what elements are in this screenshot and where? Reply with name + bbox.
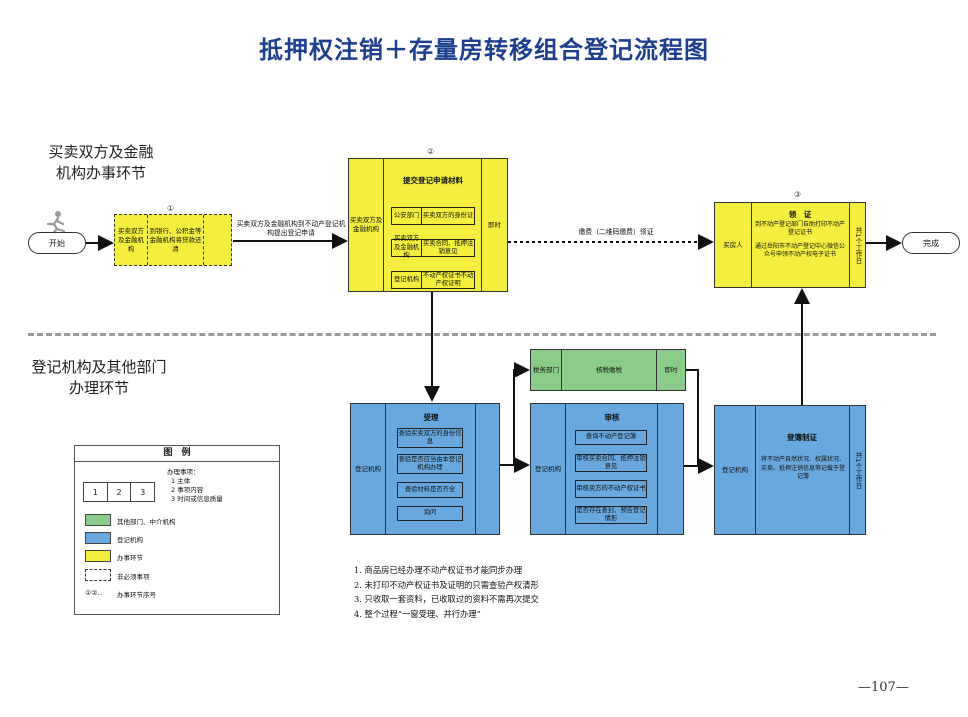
step2-box: 买卖双方及金融机构 提交登记申请材料 公安部门 买卖双方的身份证 买卖双方及金融… [348, 158, 508, 292]
review-header: 审核 [604, 413, 620, 422]
accept-item-1: 查验买卖双方的身份信息 [397, 428, 463, 448]
arrow-label-pay: 缴费（二维码缴费）领证 [578, 228, 654, 236]
accept-actor: 登记机构 [355, 464, 381, 473]
step3-time: 共1个工作日 [854, 226, 862, 264]
step3-box: 买房人 领 证 到不动产登记部门自助打印不动产登记证书 通过岳阳市不动产登记中心… [714, 202, 866, 288]
tax-time: 即时 [664, 365, 678, 374]
arrow-label-apply: 买卖双方及金融机构到不动产登记机构提出登记申请 [236, 220, 346, 237]
tax-actor: 税务部门 [533, 365, 559, 374]
legend: 图 例 办理事项： 1 主体 2 事项内容 3 时间或信息质量 1 2 3 其他… [74, 445, 280, 615]
legend-swatch-blue [85, 532, 111, 544]
accept-divider [385, 404, 386, 534]
page-title: 抵押权注销＋存量房转移组合登记流程图 [259, 35, 709, 64]
accept-item-4: 询问 [397, 506, 463, 521]
step2-divider-2 [481, 159, 482, 291]
review-item-1: 查询不动产登记簿 [575, 430, 647, 445]
legend-matter-1: 1 主体 [171, 477, 191, 485]
note-4: 4. 整个过程“一窗受理、并行办理” [354, 608, 481, 619]
tax-divider-2 [656, 350, 657, 390]
step3-e-cert: 通过岳阳市不动产登记中心微信公众号申领不动产权电子证书 [755, 243, 846, 258]
legend-matter-2: 2 事项内容 [171, 486, 204, 494]
review-item-3: 审核卖方的不动产权证书 [575, 480, 647, 498]
review-item-4: 是否存在查封、预告登记情形 [575, 506, 647, 524]
page-number: —107— [858, 680, 909, 695]
legend-label-registry: 登记机构 [117, 536, 143, 544]
step1-actor: 买卖双方及金融机构 [118, 226, 144, 253]
note-3: 3. 只收取一套资料，已收取过的资料不需再次提交 [354, 594, 539, 604]
step2-number: ② [427, 147, 435, 156]
tax-box: 税务部门 核税缴税 即时 [530, 349, 686, 391]
accept-item-2: 查验是否应当由本登记机构办理 [397, 454, 463, 474]
accept-item-3: 查验材料是否齐全 [397, 482, 463, 498]
review-item-2: 审核买卖合同、抵押注销意见 [575, 454, 647, 472]
legend-swatch-green [85, 514, 111, 526]
runner-icon [46, 211, 66, 234]
step1-divider-2 [203, 215, 204, 265]
legend-sample-box: 1 2 3 [83, 482, 155, 502]
step2-header: 提交登记申请材料 [403, 176, 463, 185]
step3-divider-2 [849, 203, 850, 287]
step3-divider [751, 203, 752, 287]
register-divider-2 [849, 406, 850, 534]
start-node: 开始 [28, 232, 86, 254]
legend-label-seq: 办事环节序号 [117, 591, 156, 599]
review-box: 登记机构 审核 查询不动产登记簿 审核买卖合同、抵押注销意见 审核卖方的不动产权… [530, 403, 684, 535]
legend-swatch-yellow [85, 550, 111, 562]
legend-matter-3: 3 时间或信息质量 [171, 495, 223, 503]
lane-label-top: 买卖双方及金融 机构办事环节 [48, 143, 154, 182]
register-time: 共1个工作日 [854, 451, 862, 489]
step1-number: ① [167, 204, 175, 213]
accept-divider-2 [475, 404, 476, 534]
register-divider [755, 406, 756, 534]
step1-task: 到银行、公积金等金融机构将贷款还清 [149, 226, 202, 253]
lane-label-bottom: 登记机构及其他部门 办理环节 [31, 358, 167, 397]
legend-label-step: 办事环节 [117, 554, 143, 562]
accept-header: 受理 [423, 413, 439, 422]
note-1: 1. 商品房已经办理不动产权证书才能同步办理 [354, 565, 523, 575]
step3-actor: 买房人 [723, 240, 743, 249]
legend-title: 图 例 [75, 446, 279, 462]
review-actor: 登记机构 [535, 464, 561, 473]
review-divider [565, 404, 566, 534]
step3-number: ③ [794, 190, 802, 199]
notes: 1. 商品房已经办理不动产权证书才能同步办理 2. 未打印不动产权证书及证明的只… [354, 563, 539, 621]
step3-print: 到不动产登记部门自助打印不动产登记证书 [755, 221, 846, 236]
step2-row-2: 买卖双方及金融机构 买卖合同、抵押注销意见 [391, 235, 475, 259]
legend-matters-title: 办理事项： [167, 468, 200, 476]
accept-box: 登记机构 受理 查验买卖双方的身份信息 查验是否应当由本登记机构办理 查验材料是… [350, 403, 500, 535]
register-actor: 登记机构 [722, 465, 748, 474]
note-2: 2. 未打印不动产权证书及证明的只需查验产权清形 [354, 579, 539, 590]
step2-row-1: 公安部门 买卖双方的身份证 [391, 207, 475, 225]
register-header: 登簿制证 [787, 433, 817, 442]
step1-divider [147, 215, 148, 265]
step1-box: 买卖双方及金融机构 到银行、公积金等金融机构将贷款还清 [114, 214, 232, 266]
step2-row-3: 登记机构 不动产权证书不动产权证明 [391, 271, 475, 289]
legend-swatch-dashed [85, 569, 111, 581]
review-divider-2 [657, 404, 658, 534]
legend-label-other: 其他部门、中介机构 [117, 518, 176, 526]
finish-node: 完成 [902, 232, 960, 254]
tax-task: 核税缴税 [596, 365, 622, 374]
tax-divider [561, 350, 562, 390]
legend-seq-symbol: ①②‥ [85, 589, 103, 597]
register-box: 登记机构 登簿制证 将不动产自然状况、权属状况、买卖、抵押注销信息等记载于登记簿… [714, 405, 866, 535]
step2-actor: 买卖双方及金融机构 [349, 216, 383, 233]
legend-label-optional: 非必须事项 [117, 573, 150, 581]
step3-header: 领 证 [788, 210, 812, 219]
step2-time: 即时 [488, 220, 501, 229]
register-desc: 将不动产自然状况、权属状况、买卖、抵押注销信息等记载于登记簿 [761, 456, 846, 480]
lane-divider [28, 333, 936, 336]
step2-divider [383, 159, 384, 291]
